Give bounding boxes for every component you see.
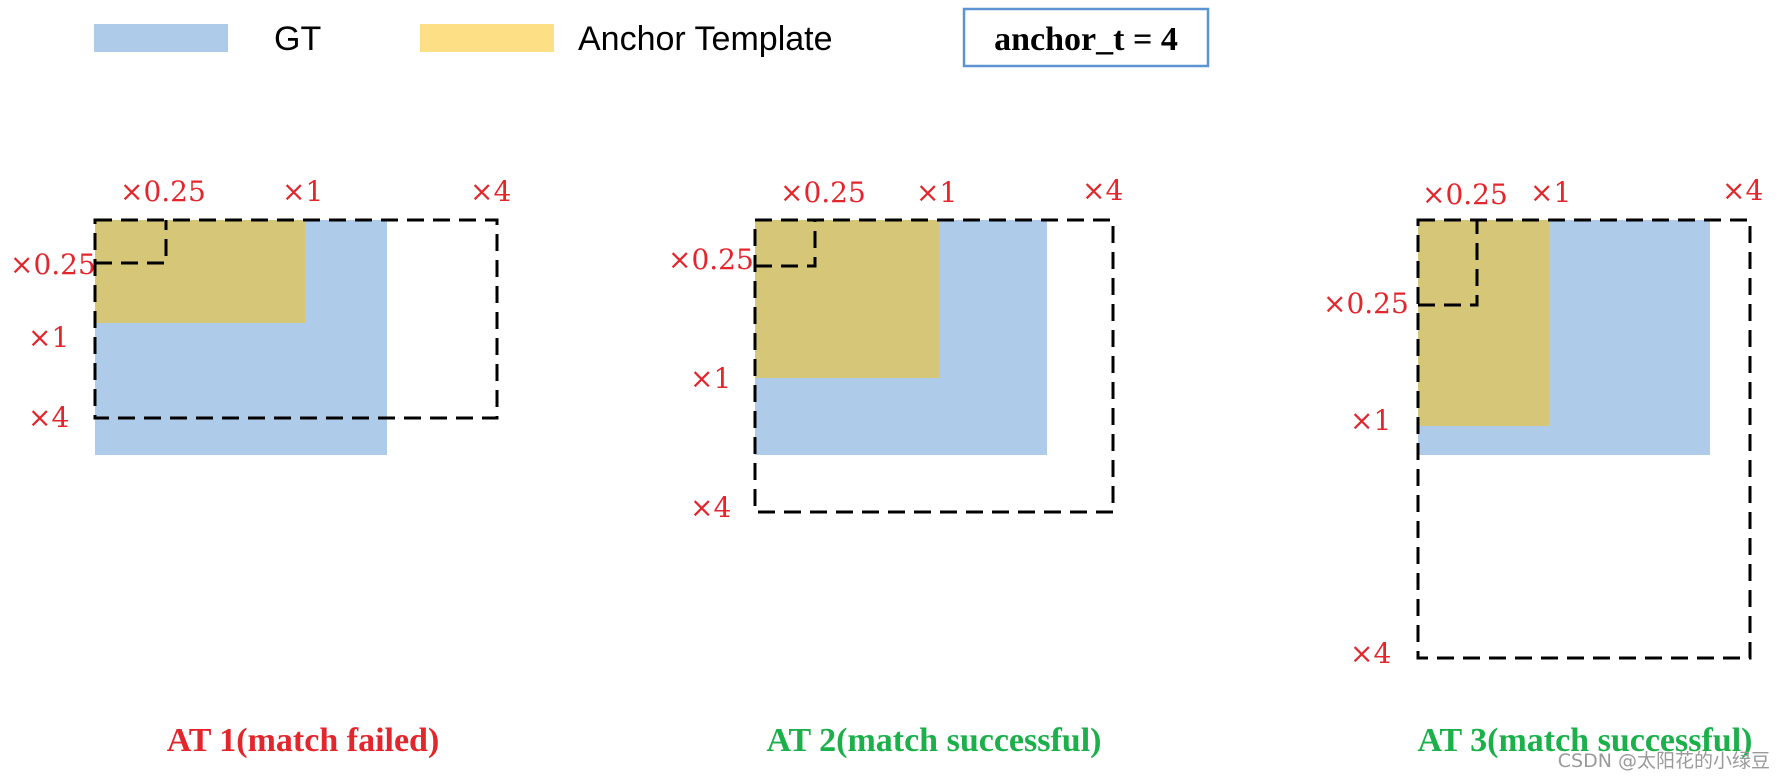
panel-caption: AT 2(match successful) xyxy=(767,722,1102,759)
left-scale-one-label: ×1 xyxy=(1350,404,1391,437)
anchor-template-box xyxy=(755,220,939,378)
left-scale-one-label: ×1 xyxy=(690,362,731,395)
panel-at2: ×0.25 ×1 ×4 ×0.25 ×1 ×4 AT 2(match succe… xyxy=(668,174,1123,759)
left-scale-quarter-label: ×0.25 xyxy=(668,243,754,276)
top-scale-one-label: ×1 xyxy=(1530,176,1571,209)
scale-quarter-boundary xyxy=(755,220,817,268)
anchor-template-box xyxy=(1418,220,1549,426)
left-scale-quarter-label: ×0.25 xyxy=(10,248,96,281)
panel-caption: AT 3(match successful) xyxy=(1418,722,1753,759)
anchor-threshold-frame xyxy=(962,7,1210,68)
left-scale-quarter-label: ×0.25 xyxy=(1323,287,1409,320)
anchor-threshold-text: anchor_t = 4 xyxy=(994,21,1178,58)
scale-4-boundary xyxy=(753,218,1115,514)
panel-caption: AT 1(match failed) xyxy=(167,722,440,759)
scale-quarter-boundary xyxy=(1418,220,1479,307)
top-scale-quarter-label: ×0.25 xyxy=(1422,178,1508,211)
scale-4-boundary xyxy=(1416,218,1752,660)
scale-4-boundary xyxy=(93,218,499,420)
top-scale-one-label: ×1 xyxy=(282,175,323,208)
top-scale-quarter-label: ×0.25 xyxy=(780,176,866,209)
left-scale-four-label: ×4 xyxy=(28,401,69,434)
top-scale-four-label: ×4 xyxy=(1722,174,1763,207)
legend-gt-label: GT xyxy=(274,20,321,58)
watermark: CSDN @太阳花的小绿豆 xyxy=(1558,750,1770,772)
legend-anchor-swatch xyxy=(420,24,554,52)
panel-at1: ×0.25 ×1 ×4 ×0.25 ×1 ×4 AT 1(match faile… xyxy=(10,175,511,759)
top-scale-one-label: ×1 xyxy=(916,176,957,209)
anchor-threshold-box: anchor_t = 4 xyxy=(962,7,1210,68)
left-scale-one-label: ×1 xyxy=(28,321,69,354)
top-scale-four-label: ×4 xyxy=(1082,174,1123,207)
legend-gt-swatch xyxy=(94,24,228,52)
top-scale-quarter-label: ×0.25 xyxy=(120,175,206,208)
legend-anchor-label: Anchor Template xyxy=(578,20,833,58)
left-scale-four-label: ×4 xyxy=(690,491,731,524)
top-scale-four-label: ×4 xyxy=(470,175,511,208)
left-scale-four-label: ×4 xyxy=(1350,637,1391,670)
anchor-template-box xyxy=(95,220,305,323)
legend: GT Anchor Template xyxy=(94,20,833,58)
panel-at3: ×0.25 ×1 ×4 ×0.25 ×1 ×4 AT 3(match succe… xyxy=(1323,174,1763,759)
